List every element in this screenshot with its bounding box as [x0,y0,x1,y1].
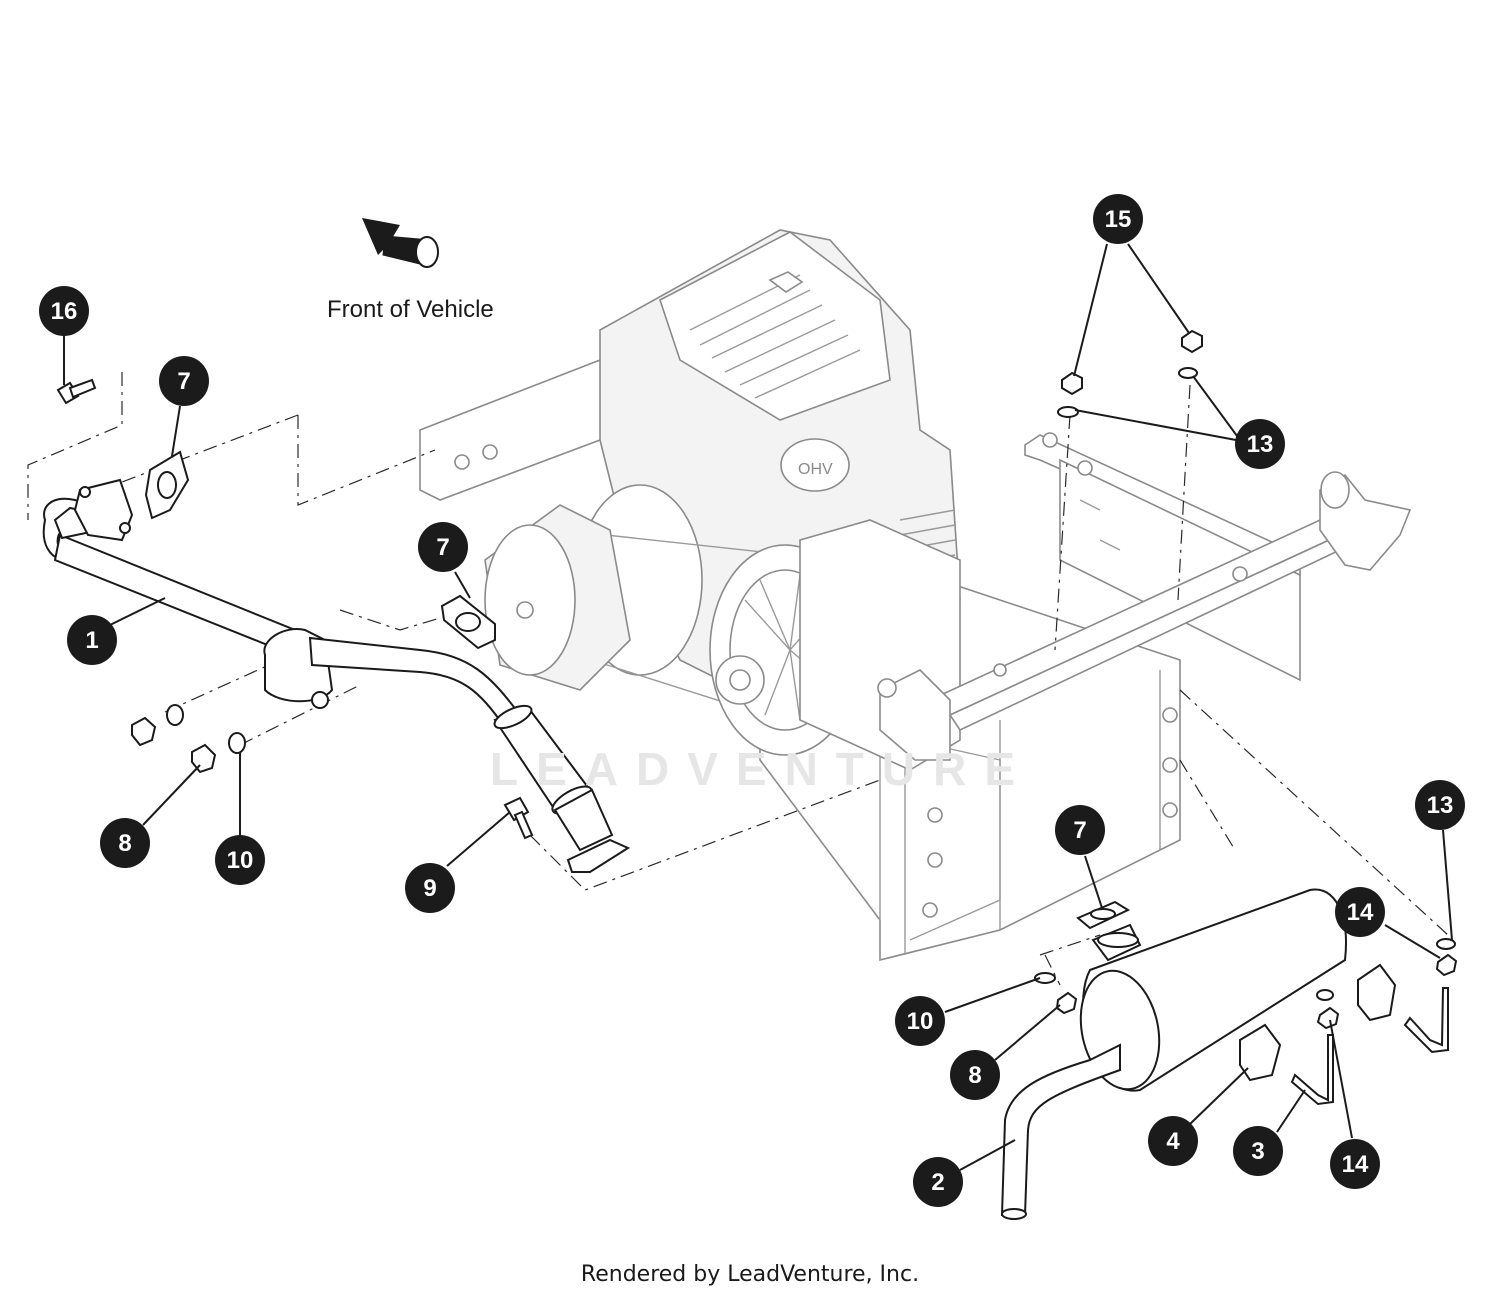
nut-washer-lower-left[interactable] [191,732,246,774]
watermark: LEADVENTURE [490,743,1034,795]
gasket-middle[interactable] [440,594,496,650]
muffler-hanger-rod-front[interactable] [1290,1034,1334,1106]
svg-text:10: 10 [227,847,254,874]
callout-8-left[interactable]: 8 [100,818,150,868]
svg-text:9: 9 [423,875,436,902]
bolt-9[interactable] [503,796,534,840]
muffler-isolator-front[interactable] [1239,1023,1282,1082]
svg-text:13: 13 [1247,431,1274,458]
svg-text:3: 3 [1251,1138,1264,1165]
svg-text:14: 14 [1347,899,1374,926]
svg-text:13: 13 [1427,792,1454,819]
svg-text:4: 4 [1166,1128,1180,1155]
pipe-outlet-flange [566,838,631,873]
svg-text:10: 10 [907,1008,934,1035]
callout-10-left[interactable]: 10 [215,835,265,885]
nut-15-right[interactable] [1178,329,1203,379]
callout-7-middle-gasket[interactable]: 7 [418,522,468,572]
callout-1[interactable]: 1 [67,615,117,665]
front-of-vehicle-label: Front of Vehicle [327,296,494,323]
nut-washer-upper-left[interactable] [131,704,184,747]
callout-2[interactable]: 2 [913,1157,963,1207]
svg-text:7: 7 [436,534,449,561]
callout-13-upper[interactable]: 13 [1235,419,1285,469]
callout-14-upper[interactable]: 14 [1335,887,1385,937]
engine-assembly-ghost: OHV [419,229,1412,962]
callout-10-right[interactable]: 10 [895,996,945,1046]
nut-15-left[interactable] [1057,371,1083,418]
leader-lines [63,243,1453,1171]
svg-text:16: 16 [51,298,78,325]
muffler-isolator-rear[interactable] [1357,963,1397,1022]
svg-text:8: 8 [968,1062,981,1089]
callout-16[interactable]: 16 [39,286,89,336]
svg-text:14: 14 [1342,1151,1369,1178]
callout-9[interactable]: 9 [405,863,455,913]
tail-pipe[interactable] [1000,1043,1121,1220]
svg-text:1: 1 [85,627,98,654]
callout-15[interactable]: 15 [1093,194,1143,244]
muffler-hanger-rod-rear[interactable] [1403,987,1449,1054]
callout-14-lower[interactable]: 14 [1330,1139,1380,1189]
svg-text:7: 7 [1073,817,1086,844]
assembly-guide-lines [27,372,1449,986]
nut-washer-muffler-left[interactable] [1034,972,1078,1015]
callout-7-muffler-gasket[interactable]: 7 [1055,805,1105,855]
ohv-mark: OHV [798,461,833,478]
exhaust-header-pipe[interactable] [42,478,631,873]
callout-13-right[interactable]: 13 [1415,780,1465,830]
callout-3[interactable]: 3 [1233,1126,1283,1176]
gasket-upper[interactable] [144,450,190,520]
svg-text:8: 8 [118,830,131,857]
bolt-16[interactable] [56,378,97,405]
svg-text:2: 2 [931,1169,944,1196]
callout-4[interactable]: 4 [1148,1116,1198,1166]
gasket-muffler[interactable] [1076,900,1131,930]
nut-washer-muffler-right[interactable] [1316,938,1458,1030]
callout-7-upper-gasket[interactable]: 7 [159,356,209,406]
svg-text:15: 15 [1105,206,1132,233]
front-direction-arrow-icon [362,218,439,268]
callout-8-right[interactable]: 8 [950,1050,1000,1100]
svg-text:7: 7 [177,368,190,395]
footer-credit: Rendered by LeadVenture, Inc. [580,1262,920,1287]
